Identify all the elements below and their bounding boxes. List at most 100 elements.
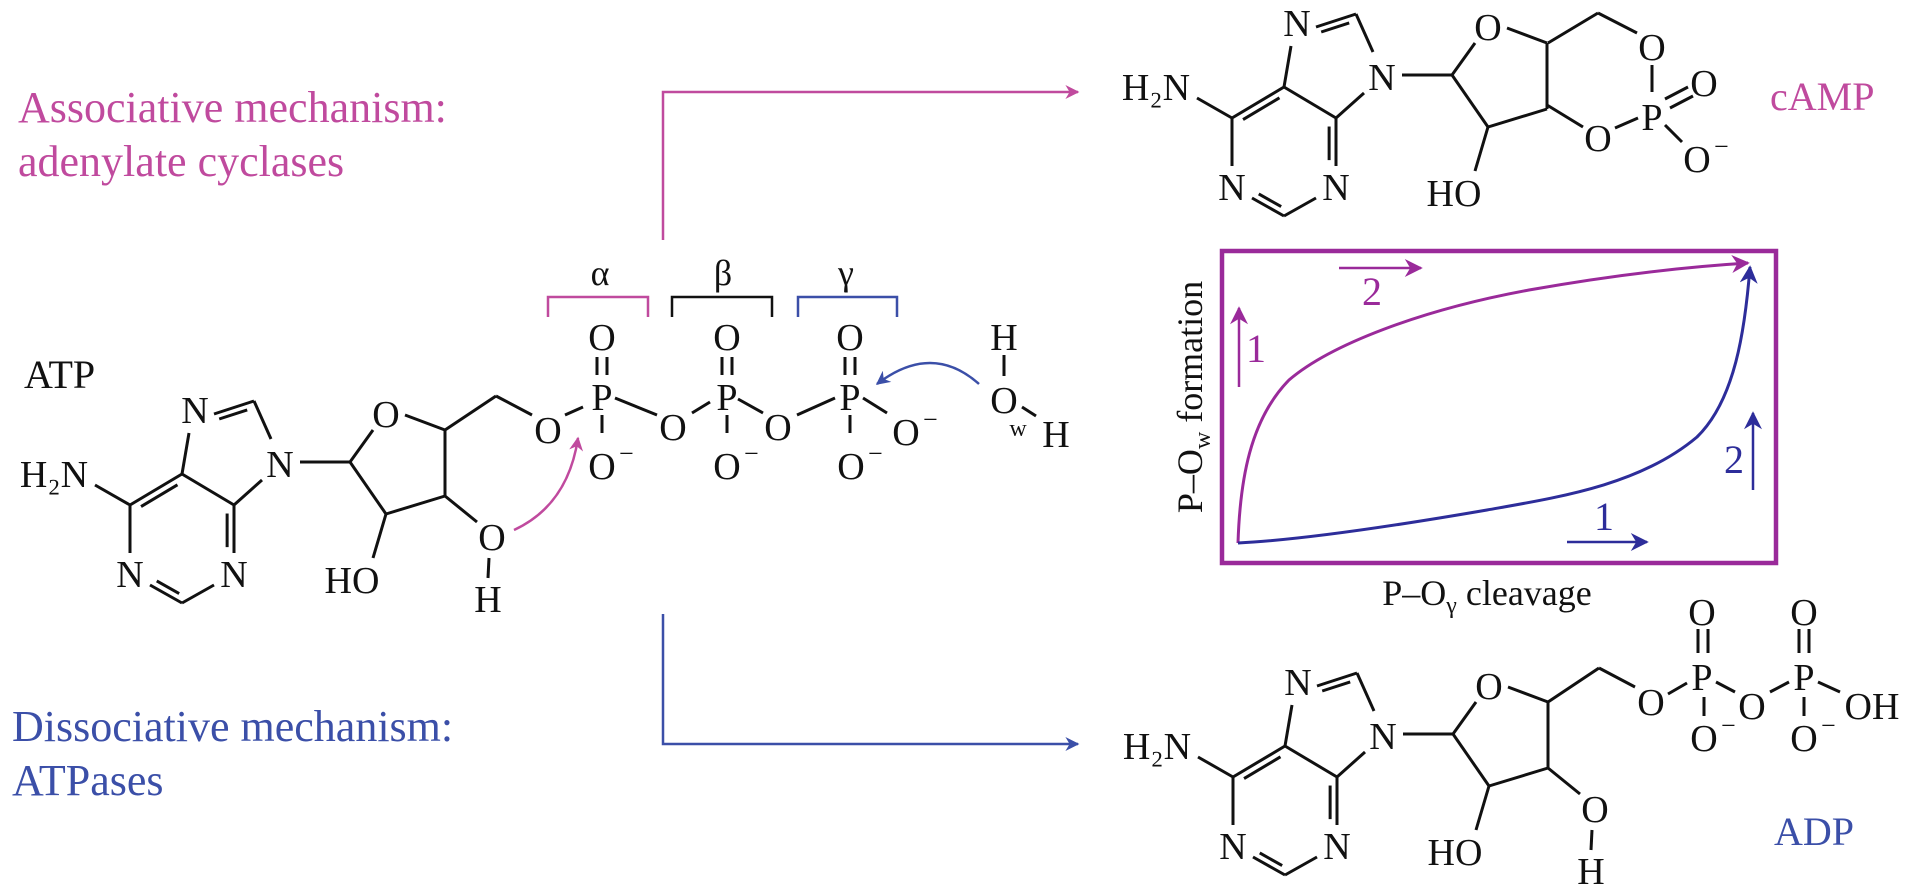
atom-oh: OH <box>1845 686 1900 728</box>
bond <box>1336 750 1366 779</box>
bond <box>1252 855 1286 877</box>
bond <box>94 483 131 507</box>
atom-h3: H <box>1577 851 1604 886</box>
atom-n7: N <box>1283 3 1310 45</box>
atom-water-o: O <box>990 380 1017 422</box>
x-axis-label-rest: cleavage <box>1457 573 1592 613</box>
bond <box>1259 851 1283 867</box>
atom-p-alpha: P <box>1691 657 1712 699</box>
atom-ho2: HO <box>325 560 380 602</box>
bond <box>218 408 248 421</box>
bond <box>1664 85 1689 101</box>
beta-bracket <box>670 295 774 317</box>
atom-o-alpha-bottom: O <box>1690 718 1717 760</box>
bond <box>691 400 711 415</box>
atom-o-beta-bottom-charge: − <box>744 439 759 468</box>
atom-o-gamma-bottom-charge: − <box>868 439 883 468</box>
atom-o-minus: O <box>1683 139 1710 181</box>
bond <box>1283 85 1337 120</box>
atom-h3: H <box>474 579 501 621</box>
bond <box>1315 12 1357 29</box>
bond <box>348 461 388 515</box>
atom-n9: N <box>1369 716 1396 758</box>
bond <box>444 394 497 432</box>
atom-o-bridge: O <box>1738 686 1765 728</box>
bond <box>1817 680 1841 694</box>
atom-o-beta-top: O <box>1790 592 1817 634</box>
atom-n7: N <box>181 390 208 432</box>
atom-p-alpha: P <box>591 377 612 419</box>
bond <box>1320 21 1350 34</box>
camp-label: cAMP <box>1770 74 1874 119</box>
y-axis-label-main: P–O <box>1170 449 1210 513</box>
bond <box>1335 91 1365 120</box>
bond <box>1258 192 1282 208</box>
bond <box>495 394 533 417</box>
atom-o5: O <box>1638 27 1665 69</box>
dissociative-curve <box>1237 265 1758 545</box>
bond <box>1487 107 1548 129</box>
dissociative-label-line1: Dissociative mechanism: <box>12 702 453 751</box>
x-axis-label-main: P–O <box>1382 573 1446 613</box>
bond <box>1196 96 1233 120</box>
bond <box>1547 666 1600 704</box>
bond <box>1546 103 1584 129</box>
atom-n9: N <box>266 444 293 486</box>
atom-p-beta: P <box>716 377 737 419</box>
atom-o-gamma-right-charge: − <box>923 405 938 434</box>
adp-label: ADP <box>1774 809 1854 854</box>
y-axis-label-rest: formation <box>1170 281 1210 432</box>
bond <box>1251 196 1285 218</box>
gamma-label: γ <box>837 253 854 293</box>
bond <box>1283 704 1294 747</box>
dissociative-step1-label: 1 <box>1594 494 1614 539</box>
atom-p: P <box>1641 97 1662 139</box>
bond <box>1321 680 1351 693</box>
x-axis-label: P–Oγ cleavage <box>1382 573 1592 619</box>
bond <box>862 396 888 415</box>
atom-o3: O <box>1584 118 1611 160</box>
atom-n1: N <box>116 554 143 596</box>
atp-label: ATP <box>24 352 95 397</box>
x-axis-label-subscript: γ <box>1445 593 1457 619</box>
atom-o-minus-charge: − <box>1714 132 1729 161</box>
beta-label: β <box>714 253 732 293</box>
alpha-label: α <box>591 253 610 293</box>
bond <box>1284 855 1318 877</box>
bond <box>233 478 263 507</box>
bond <box>129 472 183 507</box>
atom-p-gamma: P <box>839 377 860 419</box>
bond <box>213 399 255 416</box>
bond <box>444 494 478 524</box>
bond <box>180 432 191 475</box>
atom-o-gamma-top: O <box>836 317 863 359</box>
atom-o-alpha-bottom-charge: − <box>619 439 634 468</box>
bond <box>140 483 179 508</box>
atom-o-beta-bottom: O <box>713 446 740 488</box>
bond <box>1547 766 1581 796</box>
bond <box>1663 123 1684 144</box>
bond <box>1488 766 1549 788</box>
associative-pathway-arrow <box>661 85 1080 240</box>
atom-n7: N <box>1284 662 1311 704</box>
plot-frame <box>1219 248 1779 566</box>
bond <box>1614 116 1639 130</box>
bond <box>348 429 375 463</box>
atom-n1: N <box>1218 167 1245 209</box>
alpha-bracket <box>546 295 650 317</box>
atom-n3: N <box>1323 826 1350 868</box>
atom-o-bridge-beta-gamma: O <box>764 407 791 449</box>
atom-o3: O <box>478 517 505 559</box>
atom-n3: N <box>220 554 247 596</box>
atom-o4: O <box>372 394 399 436</box>
bond <box>1197 755 1234 779</box>
atom-o-bridge-alpha-beta: O <box>659 407 686 449</box>
reaction-coordinate-plot: 1 2 1 2 P–Ow formation P–Oγ cleavage <box>1170 248 1779 619</box>
atom-n9: N <box>1368 57 1395 99</box>
atom-o-beta-top: O <box>713 317 740 359</box>
bond <box>1232 744 1286 779</box>
bond <box>181 472 235 507</box>
bond <box>1316 671 1358 688</box>
